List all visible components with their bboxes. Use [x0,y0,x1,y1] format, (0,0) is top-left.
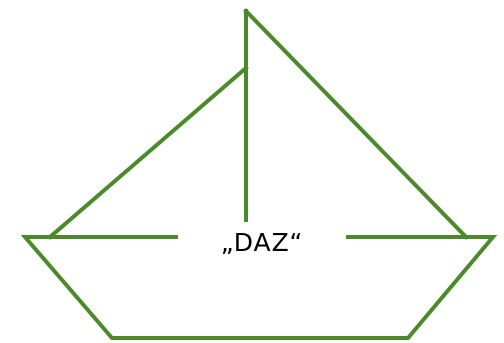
boat-jib-sail-edge [50,68,246,237]
boat-main-sail-edge [246,11,466,237]
boat-label: „DAZ“ [178,222,346,264]
